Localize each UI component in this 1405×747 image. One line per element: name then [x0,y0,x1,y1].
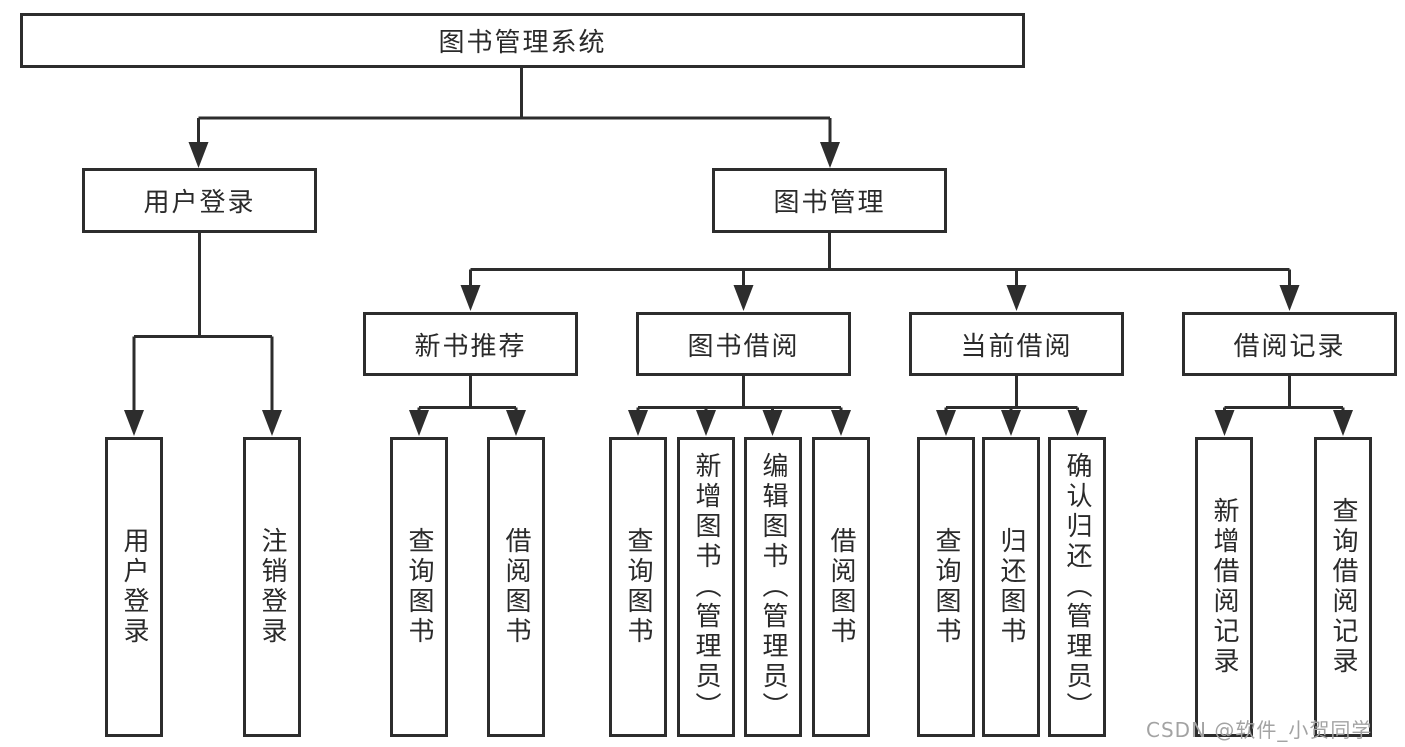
leaf-query-borrow-record-label: 查询借阅记录 [1328,497,1358,677]
leaf-add-borrow-record-label: 新增借阅记录 [1209,497,1239,677]
leaf-query-books-current: 查询图书 [917,437,975,737]
leaf-confirm-return-admin: 确认归还（管理员） [1048,437,1106,737]
leaf-borrow-books-borrowing-label: 借阅图书 [826,527,856,647]
leaf-add-book-admin-label: 新增图书（管理员） [691,452,721,722]
arrow-down-icon [1214,410,1235,436]
connector-records-to-leaves [1223,376,1345,414]
node-book-management-label: 图书管理 [773,188,886,218]
node-user-login: 用户登录 [82,168,317,233]
node-current-borrowing-label: 当前借阅 [960,331,1073,362]
arrow-down-icon [409,410,429,436]
arrow-down-icon [762,410,783,436]
leaf-return-book-label: 归还图书 [996,527,1026,647]
leaf-add-book-admin: 新增图书（管理员） [677,437,735,737]
node-current-borrowing: 当前借阅 [909,312,1124,376]
node-new-book-recommend-label: 新书推荐 [414,331,527,362]
arrow-down-icon [506,410,526,436]
arrow-down-icon [460,285,481,311]
leaf-borrow-books-borrowing: 借阅图书 [812,437,870,737]
leaf-borrow-books-recommend-label: 借阅图书 [501,527,531,647]
leaf-confirm-return-admin-label: 确认归还（管理员） [1062,452,1092,722]
csdn-watermark: CSDN @软件_小贺同学 [1146,718,1373,742]
leaf-query-books-current-label: 查询图书 [931,527,961,647]
leaf-edit-book-admin-label: 编辑图书（管理员） [758,452,788,722]
leaf-query-books-borrowing-label: 查询图书 [623,527,653,647]
leaf-user-login-label: 用户登录 [119,527,149,647]
arrow-down-icon [628,410,648,436]
arrow-down-icon [1279,285,1300,311]
arrow-down-icon [188,142,209,168]
arrow-down-icon [1333,410,1353,436]
leaf-query-books-recommend: 查询图书 [390,437,448,737]
arrow-down-icon [820,142,840,168]
arrow-down-icon [1001,410,1021,436]
node-book-borrowing-label: 图书借阅 [687,331,800,362]
node-borrowing-records-label: 借阅记录 [1233,331,1346,362]
node-book-management: 图书管理 [712,168,947,233]
connector-root-to-level2 [197,68,832,146]
arrowheads [124,142,1353,436]
leaf-add-borrow-record: 新增借阅记录 [1195,437,1253,737]
leaf-borrow-books-recommend: 借阅图书 [487,437,545,737]
arrow-down-icon [936,410,956,436]
arrow-down-icon [1067,410,1088,436]
leaf-query-borrow-record: 查询借阅记录 [1314,437,1372,737]
leaf-logout-label: 注销登录 [257,527,287,647]
arrow-down-icon [733,285,754,311]
node-new-book-recommend: 新书推荐 [363,312,578,376]
arrow-down-icon [831,410,851,436]
connector-userlogin-to-leaves [132,233,274,414]
leaf-query-books-borrowing: 查询图书 [609,437,667,737]
leaf-logout: 注销登录 [243,437,301,737]
node-root: 图书管理系统 [20,13,1025,68]
connector-bookmgmt-to-level3 [469,233,1291,289]
node-user-login-label: 用户登录 [143,188,256,218]
connector-current-to-leaves [944,376,1079,414]
arrow-down-icon [696,410,716,436]
connector-newbook-to-leaves [417,376,518,414]
leaf-edit-book-admin: 编辑图书（管理员） [744,437,802,737]
arrow-down-icon [124,410,144,436]
leaf-query-books-recommend-label: 查询图书 [404,527,434,647]
node-root-label: 图书管理系统 [438,28,607,58]
arrow-down-icon [1006,285,1027,311]
node-book-borrowing: 图书借阅 [636,312,851,376]
connector-borrow-to-leaves [636,376,843,414]
leaf-return-book: 归还图书 [982,437,1040,737]
node-borrowing-records: 借阅记录 [1182,312,1397,376]
leaf-user-login: 用户登录 [105,437,163,737]
arrow-down-icon [262,410,282,436]
